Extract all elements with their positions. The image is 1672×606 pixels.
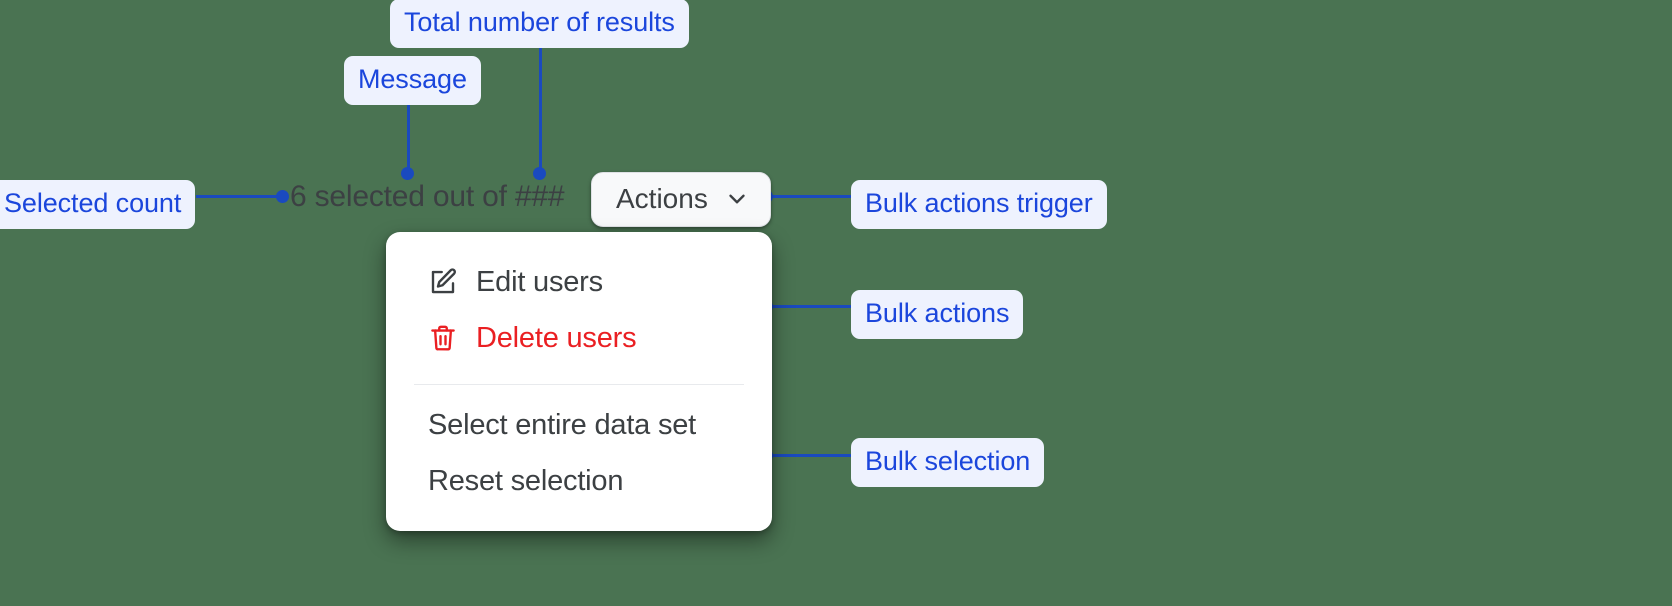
edit-pencil-icon [428, 267, 458, 297]
selection-summary-text: 6 selected out of ### [290, 180, 565, 213]
leader-line-bulk-selection [766, 454, 856, 457]
annotation-bulk-selection: Bulk selection [851, 438, 1045, 487]
leader-line-bulk-trigger [766, 195, 856, 198]
menu-item-reset-selection[interactable]: Reset selection [386, 453, 772, 509]
leader-line-bulk-actions [766, 305, 856, 308]
menu-item-edit-users[interactable]: Edit users [386, 254, 772, 310]
annotation-message: Message [344, 56, 481, 105]
leader-dot-total-results [533, 167, 546, 180]
leader-dot-message [401, 167, 414, 180]
bulk-actions-dropdown-menu: Edit users Delete users Select entire da… [386, 232, 772, 531]
menu-item-delete-users[interactable]: Delete users [386, 310, 772, 366]
menu-item-label: Delete users [476, 321, 637, 354]
bulk-actions-trigger-button[interactable]: Actions [591, 172, 771, 227]
menu-item-label: Edit users [476, 265, 603, 298]
annotation-bulk-actions: Bulk actions [851, 290, 1024, 339]
trash-icon [428, 323, 458, 353]
annotation-selected-count: Selected count [0, 180, 196, 229]
menu-divider [414, 384, 744, 385]
annotation-bulk-actions-trigger: Bulk actions trigger [851, 180, 1107, 229]
annotation-total-number-of-results: Total number of results [390, 0, 689, 48]
bulk-actions-trigger-label: Actions [616, 183, 708, 214]
menu-item-select-entire-data-set[interactable]: Select entire data set [386, 397, 772, 453]
leader-line-selected-count [196, 195, 288, 198]
leader-line-total-results [539, 38, 542, 174]
chevron-down-icon [724, 186, 750, 212]
menu-item-label: Select entire data set [428, 408, 697, 441]
menu-item-label: Reset selection [428, 464, 624, 497]
leader-dot-selected-count [276, 190, 289, 203]
leader-line-message [407, 94, 410, 174]
